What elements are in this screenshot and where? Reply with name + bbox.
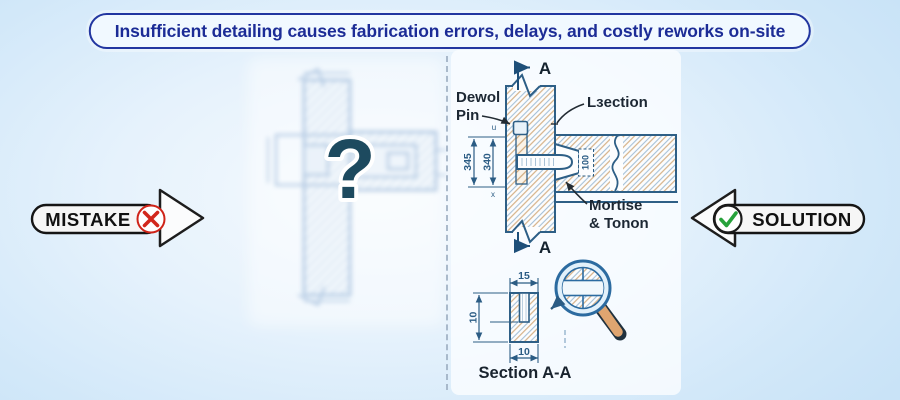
solution-panel-background	[451, 50, 681, 395]
dimension-10-left-group: 10	[467, 292, 518, 343]
label-dowel-line1: Dewol	[456, 89, 500, 106]
section-marker-bottom: A	[539, 238, 551, 257]
label-dowel-line2: Pin	[456, 107, 479, 124]
mistake-label: MISTAKE	[45, 209, 130, 230]
question-mark-glyph: ?	[324, 122, 375, 216]
label-l-section: Lзection	[587, 94, 648, 111]
beam-break-mask	[610, 137, 623, 190]
title-banner: Insufficient detailing causes fabricatio…	[88, 13, 812, 49]
break-line-bottom	[511, 219, 541, 244]
dimension-10-bottom: 10	[518, 346, 530, 358]
mortise-leader-line	[565, 181, 588, 205]
solution-arrow-badge: SOLUTION	[690, 188, 866, 248]
panel-divider	[446, 56, 448, 390]
tenon-texture	[521, 158, 554, 166]
blurred-linework	[267, 67, 446, 307]
dowel-leader-line	[481, 115, 511, 125]
magnifier-handle	[596, 303, 623, 337]
dimension-340: 340	[481, 153, 493, 171]
beam-break-line	[611, 134, 620, 192]
label-mortise-line2: & Tonon	[589, 215, 649, 232]
red-x-icon	[142, 210, 160, 228]
section-aa-drawing: 15 10 10	[467, 259, 627, 382]
solution-drawing: 345 340 u x 100 Dewol Pin Lзection Morti…	[456, 59, 678, 382]
dimension-group-left: 345 340 u x	[462, 123, 506, 199]
dimension-15-group: 15	[509, 270, 539, 293]
dimension-100-group: 100	[578, 148, 594, 177]
title-text: Insufficient detailing causes fabricatio…	[114, 20, 786, 41]
dimension-10-left: 10	[467, 312, 479, 324]
magnifier-icon	[550, 259, 627, 341]
dimension-345: 345	[462, 153, 474, 171]
dowel-pin-shape	[512, 120, 529, 136]
section-marker-top-group: A	[513, 59, 551, 90]
label-mortise-line1: Mortise	[589, 197, 642, 214]
dimension-10-bottom-group: 10	[509, 344, 539, 363]
section-marker-bottom-group: A	[513, 232, 551, 257]
lens-tenon-band	[562, 279, 604, 297]
magnifier-pointer-arrow	[550, 295, 566, 310]
blurred-joint-drawing	[267, 67, 446, 307]
dimension-15: 15	[518, 270, 530, 282]
success-circle	[713, 204, 743, 234]
l-section-leader-line	[556, 103, 585, 124]
dimension-100: 100	[580, 155, 590, 170]
section-aa-title: Section A-A	[479, 364, 572, 382]
tick-mark-bottom: x	[491, 190, 495, 199]
section-marker-top: A	[539, 59, 551, 78]
mistake-arrow-badge: MISTAKE	[30, 188, 205, 248]
tick-mark-top: u	[492, 123, 496, 132]
green-check-icon	[719, 211, 738, 228]
solution-label: SOLUTION	[752, 209, 852, 230]
question-mark-icon: ?	[320, 120, 379, 220]
dimension-100-box	[578, 148, 594, 177]
section-slot	[518, 292, 530, 323]
arrow-right-shape	[158, 188, 205, 248]
joint-detail-drawing: 345 340 u x 100 Dewol Pin Lзection Morti…	[456, 59, 678, 257]
